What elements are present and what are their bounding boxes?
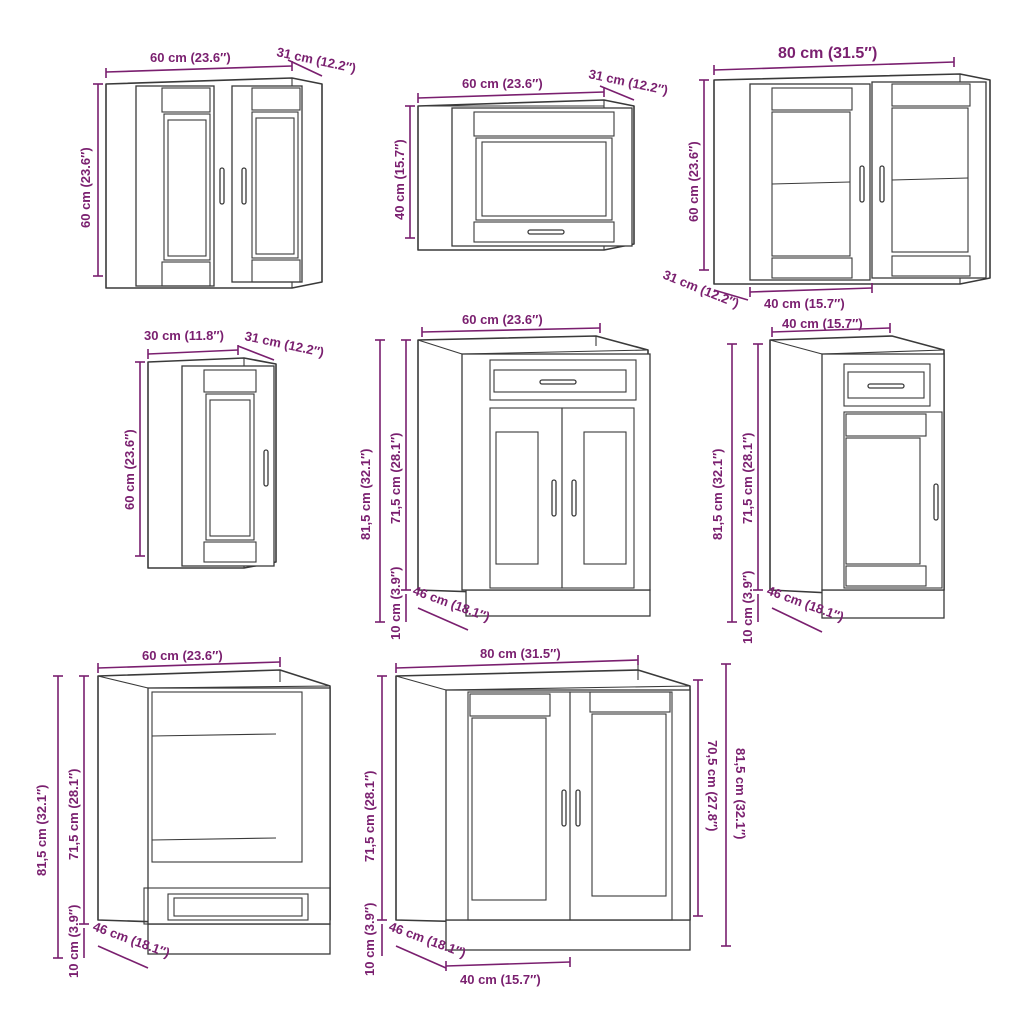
dimension-label: 71,5 cm (28.1″): [66, 768, 81, 860]
drawer-handle: [539, 379, 577, 385]
door-handle: [575, 789, 581, 827]
dimension-label: 10 cm (3.9″): [388, 567, 403, 640]
dimension-label: 71,5 cm (28.1″): [388, 432, 403, 524]
dimension-label: 60 cm (23.6″): [142, 648, 223, 663]
dimension-label: 81,5 cm (32.1″): [34, 784, 49, 876]
dimension-label: 30 cm (11.8″): [144, 328, 224, 343]
dimension-label: 81,5 cm (32.1″): [733, 748, 748, 840]
wall-cabinet-80-glass: [713, 73, 991, 285]
dimension-label: 31 cm (12.2″): [243, 328, 325, 359]
oven-cabinet-60: [97, 669, 331, 955]
dimension-label: 80 cm (31.5″): [480, 646, 561, 661]
dimension-label: 31 cm (12.2″): [275, 44, 357, 75]
wall-cabinet-30: [147, 357, 277, 569]
dimension-label: 40 cm (15.7″): [392, 139, 407, 220]
door-handle: [571, 479, 577, 517]
dimension-label: 60 cm (23.6″): [686, 141, 701, 222]
door-handle: [561, 789, 567, 827]
dimension-label: 60 cm (23.6″): [462, 312, 543, 327]
door-handle: [263, 449, 269, 487]
door-handle: [527, 229, 565, 235]
dimension-label: 10 cm (3.9″): [740, 571, 755, 644]
wall-cabinet-60: [105, 77, 323, 289]
sink-cabinet-80: [395, 664, 691, 951]
dimension-label: 40 cm (15.7″): [782, 316, 863, 331]
dimension-label: 80 cm (31.5″): [778, 45, 877, 62]
door-handle: [933, 483, 939, 521]
base-40-dimensions: 40 cm (15.7″) 81,5 cm (32.1″) 71,5 cm (2…: [710, 316, 891, 644]
drawer-handle: [867, 383, 905, 389]
base-cabinet-40: [769, 335, 945, 619]
dimension-label: 10 cm (3.9″): [66, 905, 81, 978]
dimension-label: 81,5 cm (32.1″): [710, 448, 725, 540]
dimension-label: 60 cm (23.6″): [78, 147, 93, 228]
door-handle: [879, 165, 885, 203]
door-handle: [219, 167, 225, 205]
dimension-label: 60 cm (23.6″): [150, 50, 231, 65]
wall-cabinet-60-low: [417, 99, 635, 251]
door-handle: [551, 479, 557, 517]
base-cabinet-60: [417, 335, 651, 617]
dimension-label: 40 cm (15.7″): [460, 972, 541, 987]
dimension-label: 81,5 cm (32.1″): [358, 448, 373, 540]
dimension-label: 40 cm (15.7″): [764, 296, 845, 311]
dimension-label: 70,5 cm (27.8″): [705, 740, 720, 832]
door-handle: [859, 165, 865, 203]
dimension-label: 31 cm (12.2″): [587, 66, 669, 97]
dimension-label: 60 cm (23.6″): [462, 76, 543, 91]
dimension-label: 10 cm (3.9″): [362, 903, 377, 976]
door-handle: [241, 167, 247, 205]
dimension-label: 60 cm (23.6″): [122, 429, 137, 510]
dimension-label: 71,5 cm (28.1″): [740, 432, 755, 524]
dimension-label: 71,5 cm (28.1″): [362, 770, 377, 862]
